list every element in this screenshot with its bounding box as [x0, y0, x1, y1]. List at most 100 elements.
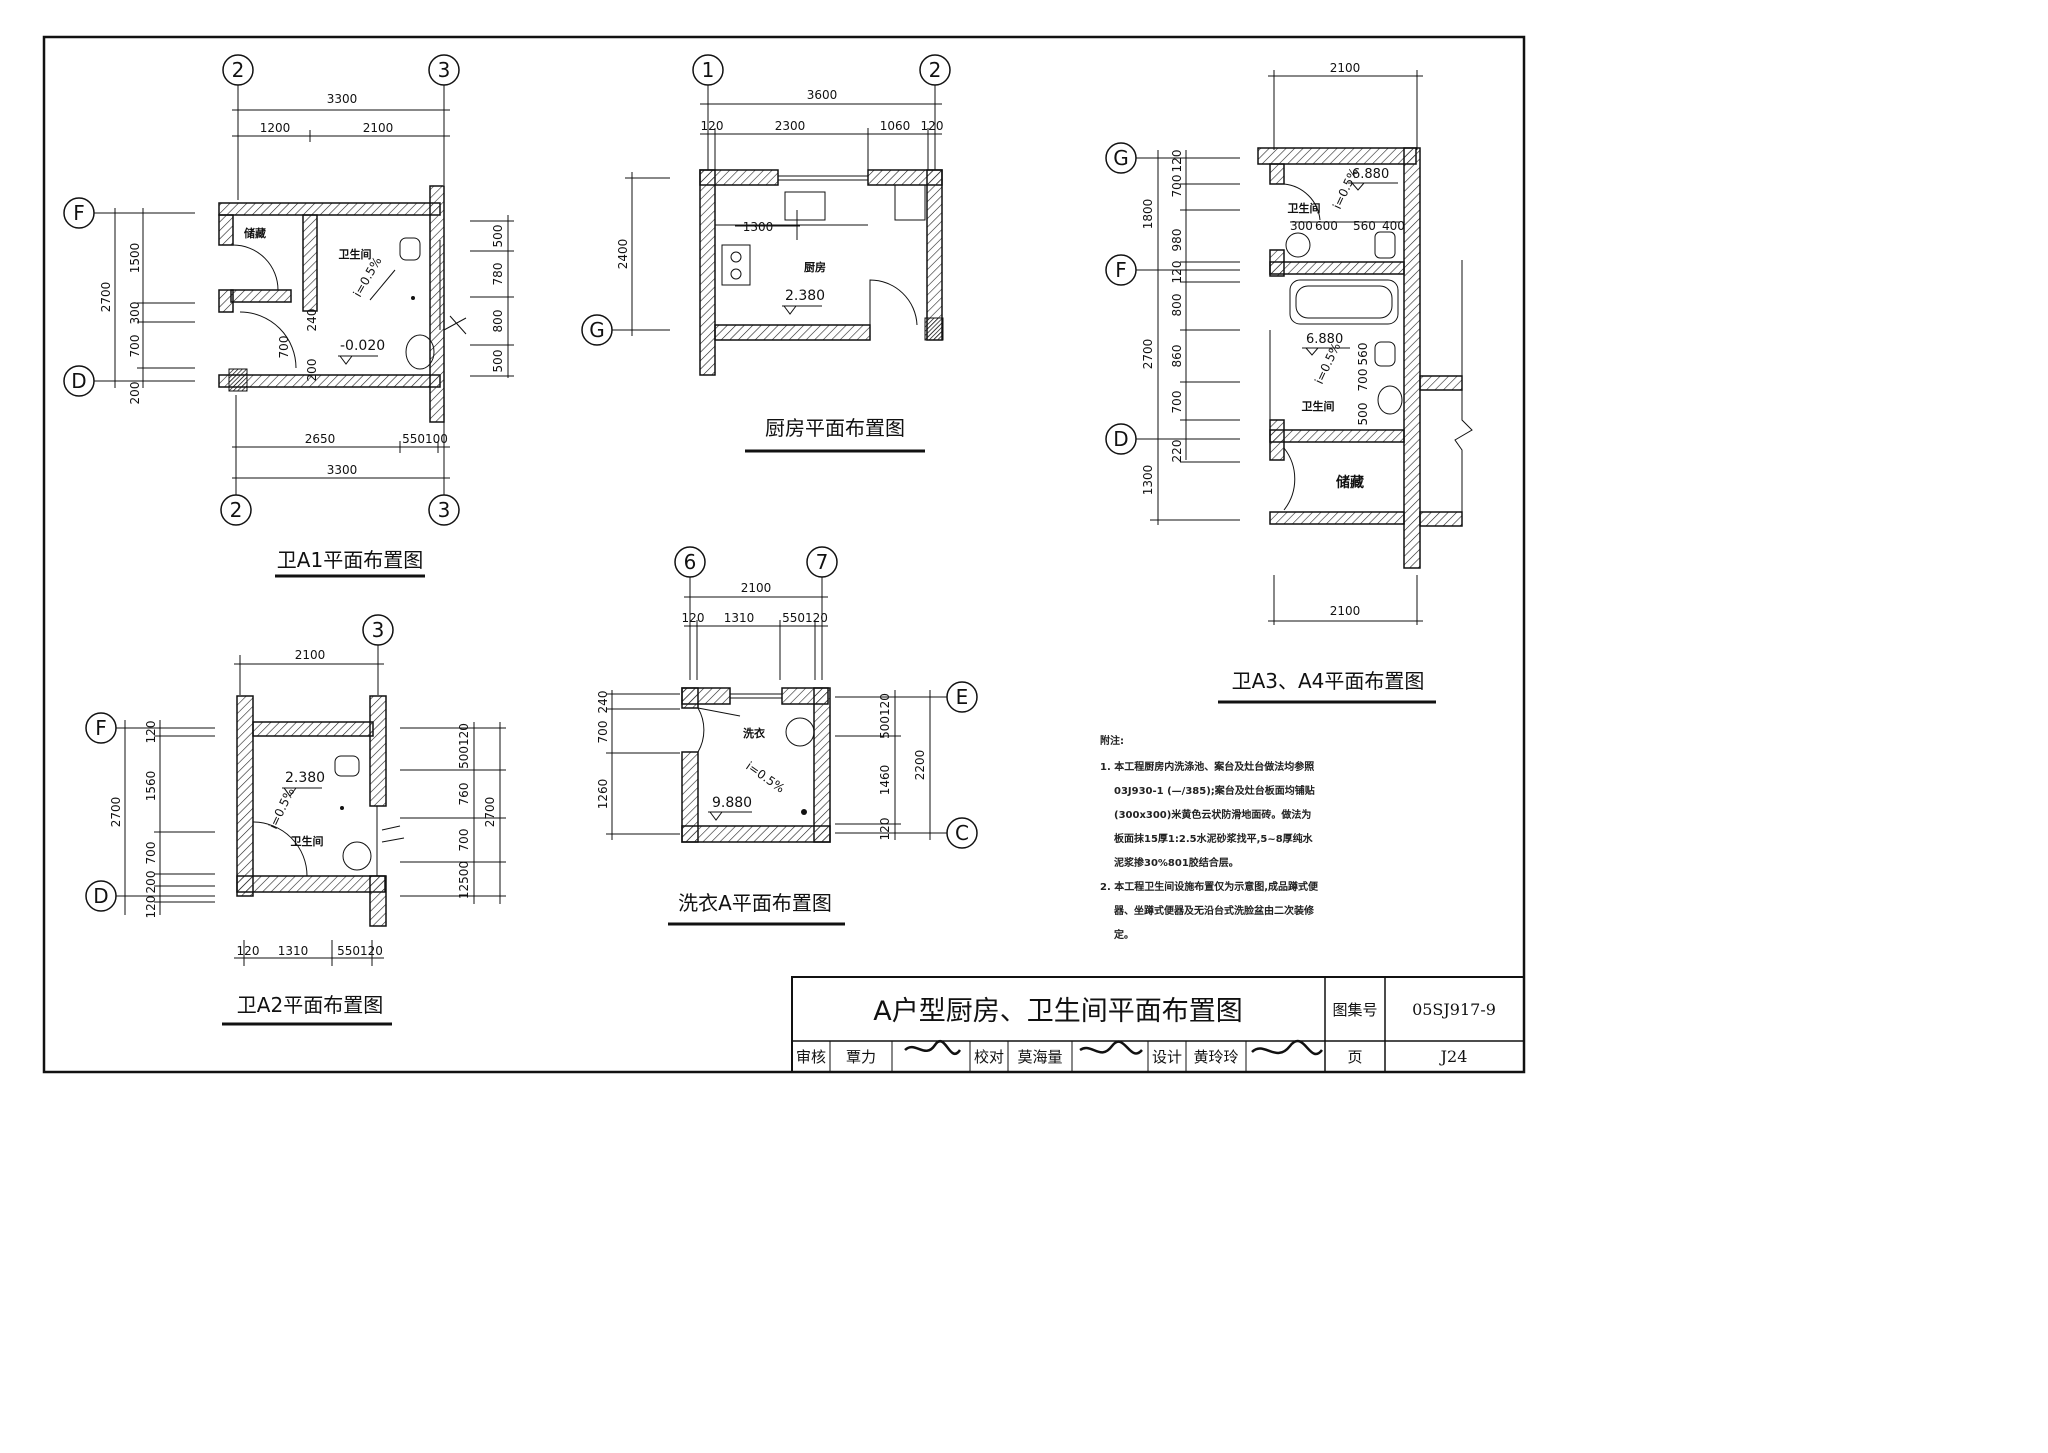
axis-label: F: [95, 716, 107, 740]
room-label: 储藏: [244, 226, 266, 240]
dimension-text: 1310: [278, 944, 309, 958]
toilet-icon: [1374, 231, 1396, 259]
atlas-number: 05SJ917-9: [1412, 1000, 1496, 1019]
dimension-text: 2400: [616, 239, 630, 270]
dimension-text: 120: [921, 119, 944, 133]
dimension-text: 1800: [1141, 199, 1155, 230]
axis-label: D: [71, 369, 86, 393]
door-leaf: [697, 707, 741, 717]
door-swing: [1283, 183, 1321, 221]
level-marker-icon: [338, 355, 378, 365]
room-label: 卫生间: [1288, 201, 1321, 215]
dimension-text: 2700: [483, 797, 497, 828]
plan-caption: 卫A3、A4平面布置图: [1232, 669, 1425, 693]
review-label: 审核: [796, 1048, 826, 1066]
axis-marker: 2: [222, 54, 254, 86]
sheet-border: [42, 35, 1526, 1074]
dimension-text: 2100: [295, 648, 326, 662]
level-marker-icon: [782, 305, 822, 315]
axis-marker: 7: [806, 546, 838, 578]
slope-text: i=0.5%: [350, 255, 384, 300]
plan-laundry: 6 7 E C 2100 120 1310 550120: [596, 546, 978, 926]
dimension-text: 800: [491, 310, 505, 333]
axis-label: 3: [438, 498, 451, 522]
dimension-text: 560: [1356, 343, 1370, 366]
axis-label: F: [73, 201, 85, 225]
dimension-text: 220: [1170, 440, 1184, 463]
axis-marker: 2: [919, 54, 951, 86]
walls: [1257, 147, 1463, 569]
design-label: 设计: [1152, 1048, 1182, 1066]
axis-label: 1: [702, 58, 715, 82]
dimension-text: 600: [1315, 219, 1338, 233]
dimension-text: 500: [491, 350, 505, 373]
level-marker-icon: [282, 787, 322, 797]
dimension-text: 700: [1170, 391, 1184, 414]
room-label: 卫生间: [1302, 399, 1335, 413]
dimension-text: 3300: [327, 463, 358, 477]
dimension-text: 500120: [457, 723, 471, 769]
dimension-text: 560: [1353, 219, 1376, 233]
dimension-text: 1500: [128, 243, 142, 274]
plan-kitchen: 1 2 G 3600 120 2300 1060 120 2400 1300: [581, 54, 951, 453]
slope-arrow: [369, 269, 396, 301]
page-label: 页: [1347, 1048, 1362, 1066]
dimension-text: 780: [491, 263, 505, 286]
dimension-text: 2100: [1330, 604, 1361, 618]
dimension-text: 120: [1170, 261, 1184, 284]
axis-marker: 1: [692, 54, 724, 86]
dimension-text: 2700: [1141, 339, 1155, 370]
axis-marker: 3: [428, 54, 460, 86]
dimension-text: 2700: [109, 797, 123, 828]
title-block: A户型厨房、卫生间平面布置图 图集号 05SJ917-9 审核 覃力 校对 莫海…: [791, 976, 1525, 1073]
washbasin-icon: [405, 334, 435, 370]
walls: [681, 687, 831, 843]
room-label: 厨房: [804, 260, 826, 274]
level-text: 2.380: [285, 770, 325, 786]
room-label: 卫生间: [339, 247, 372, 261]
break-line: [1454, 390, 1473, 512]
axis-marker: 3: [362, 614, 394, 646]
dimension-text: 700: [457, 829, 471, 852]
notes: 附注: 1. 本工程厨房内洗涤池、案台及灶台做法均参照03J930-1 (—/3…: [1100, 730, 1320, 948]
atlas-label: 图集号: [1332, 1001, 1377, 1019]
axis-marker: 3: [428, 494, 460, 526]
axis-marker: G: [581, 314, 613, 346]
dimension-text: 3300: [327, 92, 358, 106]
axis-label: C: [955, 821, 969, 845]
axis-label: 6: [684, 550, 697, 574]
level-text: 6.880: [1306, 332, 1343, 347]
dimension-text: 550120: [782, 611, 828, 625]
break-line: [381, 825, 405, 843]
axis-label: E: [956, 685, 969, 709]
burner-icon: [730, 268, 742, 280]
axis-label: G: [589, 318, 605, 342]
axis-marker: E: [946, 681, 978, 713]
washbasin-icon: [1285, 232, 1311, 258]
dimension-lines: [612, 85, 942, 336]
dimension-lines: [1136, 70, 1423, 625]
drawing-sheet: 2 3 2 3 F D: [42, 35, 1526, 1074]
dimension-text: 2200: [913, 750, 927, 781]
washbasin-icon: [1377, 385, 1403, 415]
plan-caption: 卫A1平面布置图: [277, 548, 423, 572]
notes-title: 附注:: [1100, 736, 1124, 747]
dimension-text: 200: [144, 871, 158, 894]
axis-marker: C: [946, 817, 978, 849]
dimension-text: 2100: [363, 121, 394, 135]
dimension-text: 400: [1382, 219, 1405, 233]
dimension-text: 2650: [305, 432, 336, 446]
check-label: 校对: [974, 1048, 1004, 1066]
level-text: 9.880: [712, 795, 752, 811]
check-signature: [1079, 1040, 1143, 1055]
slope-text: i=0.5%: [743, 759, 787, 796]
cabinet: [894, 184, 926, 221]
dimension-text: 120: [237, 944, 260, 958]
dimension-lines: [94, 85, 514, 495]
note-item: 2. 本工程卫生间设施布置仅为示意图,成品蹲式便器、坐蹲式便器及无沿台式洗脸盆由…: [1100, 882, 1319, 941]
break-line: [443, 315, 467, 335]
drawing-title: A户型厨房、卫生间平面布置图: [873, 996, 1242, 1027]
slope-text: i=0.5%: [1312, 341, 1343, 387]
check-name: 莫海量: [1017, 1048, 1062, 1066]
column: [228, 368, 248, 392]
